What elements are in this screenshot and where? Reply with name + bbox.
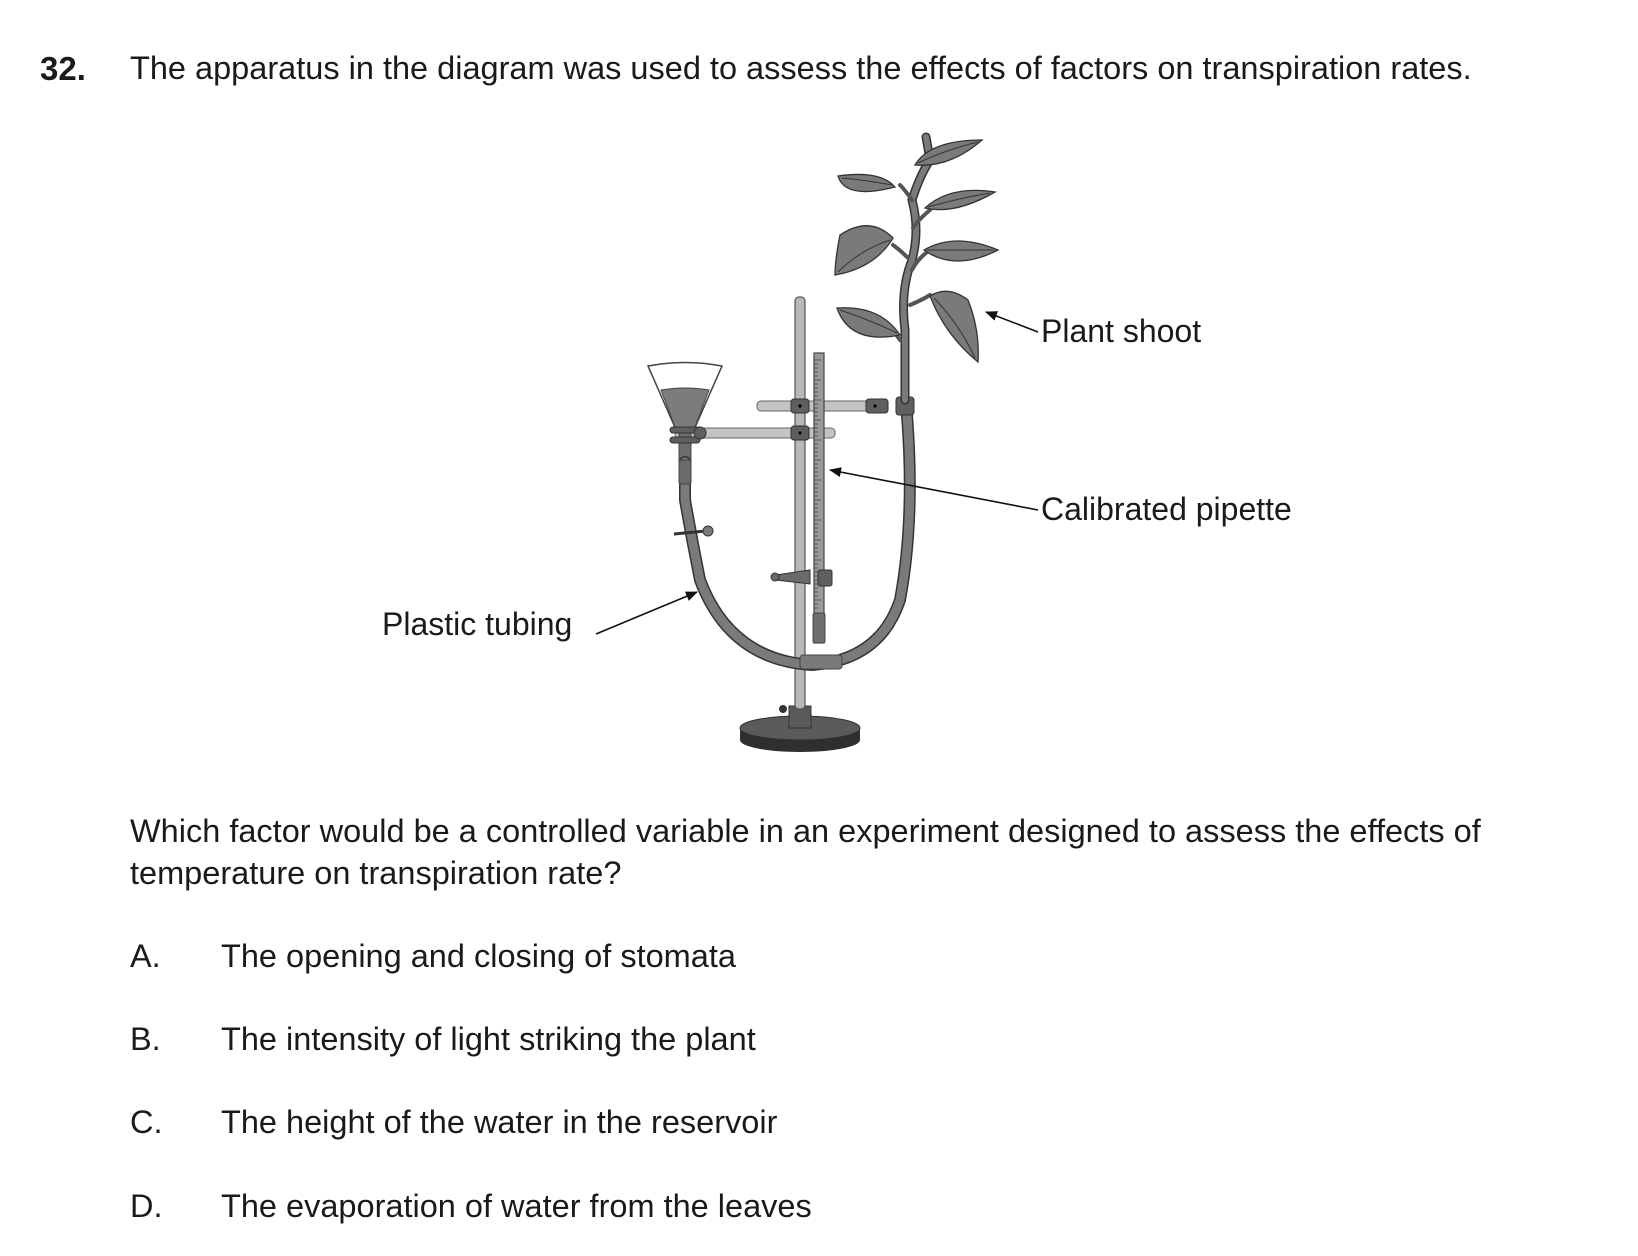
option-text: The intensity of light striking the plan… [221, 1021, 756, 1057]
option-letter: C. [130, 1104, 163, 1140]
question-number: 32. [40, 50, 86, 87]
label-calibrated-pipette: Calibrated pipette [1041, 491, 1292, 527]
calibrated-pipette [770, 352, 843, 670]
question-stem: The apparatus in the diagram was used to… [130, 50, 1472, 86]
funnel-reservoir [646, 361, 724, 463]
label-plant-shoot: Plant shoot [1041, 313, 1202, 349]
potometer-diagram [595, 132, 1039, 752]
tubing-arrow [595, 591, 698, 635]
option-text: The evaporation of water from the leaves [221, 1188, 812, 1224]
option-text: The opening and closing of stomata [221, 938, 736, 974]
option-letter: D. [130, 1188, 163, 1224]
stand-rod [794, 296, 806, 710]
option-text: The height of the water in the reservoir [221, 1104, 778, 1140]
plant-shoot [834, 132, 1000, 405]
option-letter: A. [130, 938, 161, 974]
label-plastic-tubing: Plastic tubing [382, 606, 573, 642]
upper-clamp-bar [756, 400, 870, 412]
stand-base [739, 705, 861, 752]
question-prompt-line-2: temperature on transpiration rate? [130, 855, 622, 891]
option-letter: B. [130, 1021, 161, 1057]
question-prompt-line-1: Which factor would be a controlled varia… [130, 813, 1481, 849]
plant-shoot-arrow [985, 311, 1039, 333]
pipette-arrow [829, 467, 1039, 511]
